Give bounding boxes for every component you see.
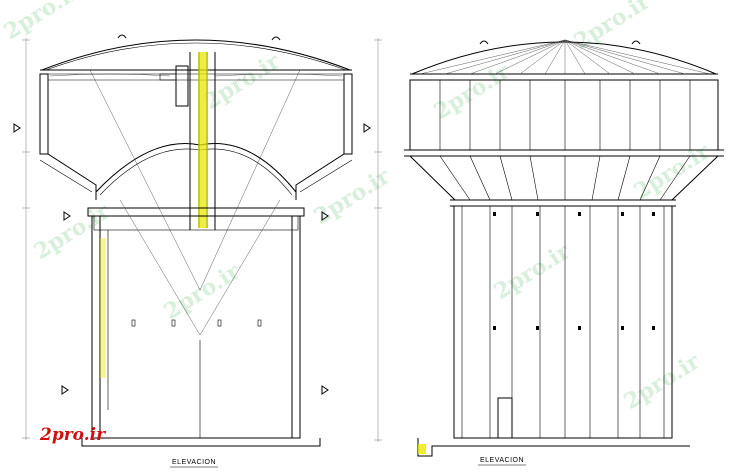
logo-text: 2pro.ir bbox=[39, 425, 106, 445]
inverted-dome bbox=[95, 143, 297, 193]
cone-right bbox=[295, 153, 352, 200]
dome-ribs bbox=[419, 39, 711, 75]
ladder-highlight bbox=[198, 52, 208, 228]
watermark-text: 2pro.ir bbox=[159, 258, 245, 325]
tank-dome bbox=[41, 39, 351, 71]
tower-wall-right bbox=[291, 215, 301, 439]
left-section-elevation: ELEVACION bbox=[13, 34, 371, 468]
watermark-text: 2pro.ir bbox=[0, 0, 85, 45]
tank-wall-right bbox=[343, 73, 353, 155]
cone-panels bbox=[439, 155, 691, 201]
tower-shaft bbox=[453, 205, 673, 439]
right-elevation-caption: ELEVACION bbox=[480, 457, 524, 464]
shaft-windows bbox=[493, 212, 655, 330]
watermark-text: 2pro.ir bbox=[199, 48, 285, 115]
shaft-pilasters bbox=[461, 206, 665, 438]
watermark-text: 2pro.ir bbox=[489, 238, 575, 305]
right-exterior-elevation: ELEVACION bbox=[374, 38, 724, 466]
cone-exterior bbox=[409, 155, 719, 201]
ring-beam bbox=[87, 207, 305, 217]
site-logo: 2pro.ir bbox=[39, 425, 106, 445]
ladder bbox=[198, 52, 208, 228]
tower-wall-left bbox=[91, 215, 101, 439]
cone-left bbox=[40, 153, 97, 200]
drum-panels bbox=[439, 80, 691, 150]
watermark-text: 2pro.ir bbox=[569, 0, 655, 55]
tank-wall-left bbox=[39, 73, 49, 155]
watermark-text: 2pro.ir bbox=[429, 58, 515, 125]
left-elevation-caption: ELEVACION bbox=[172, 459, 216, 466]
entrance-door bbox=[497, 397, 513, 439]
watermark-text: 2pro.ir bbox=[619, 348, 705, 415]
dome-exterior bbox=[411, 41, 717, 75]
